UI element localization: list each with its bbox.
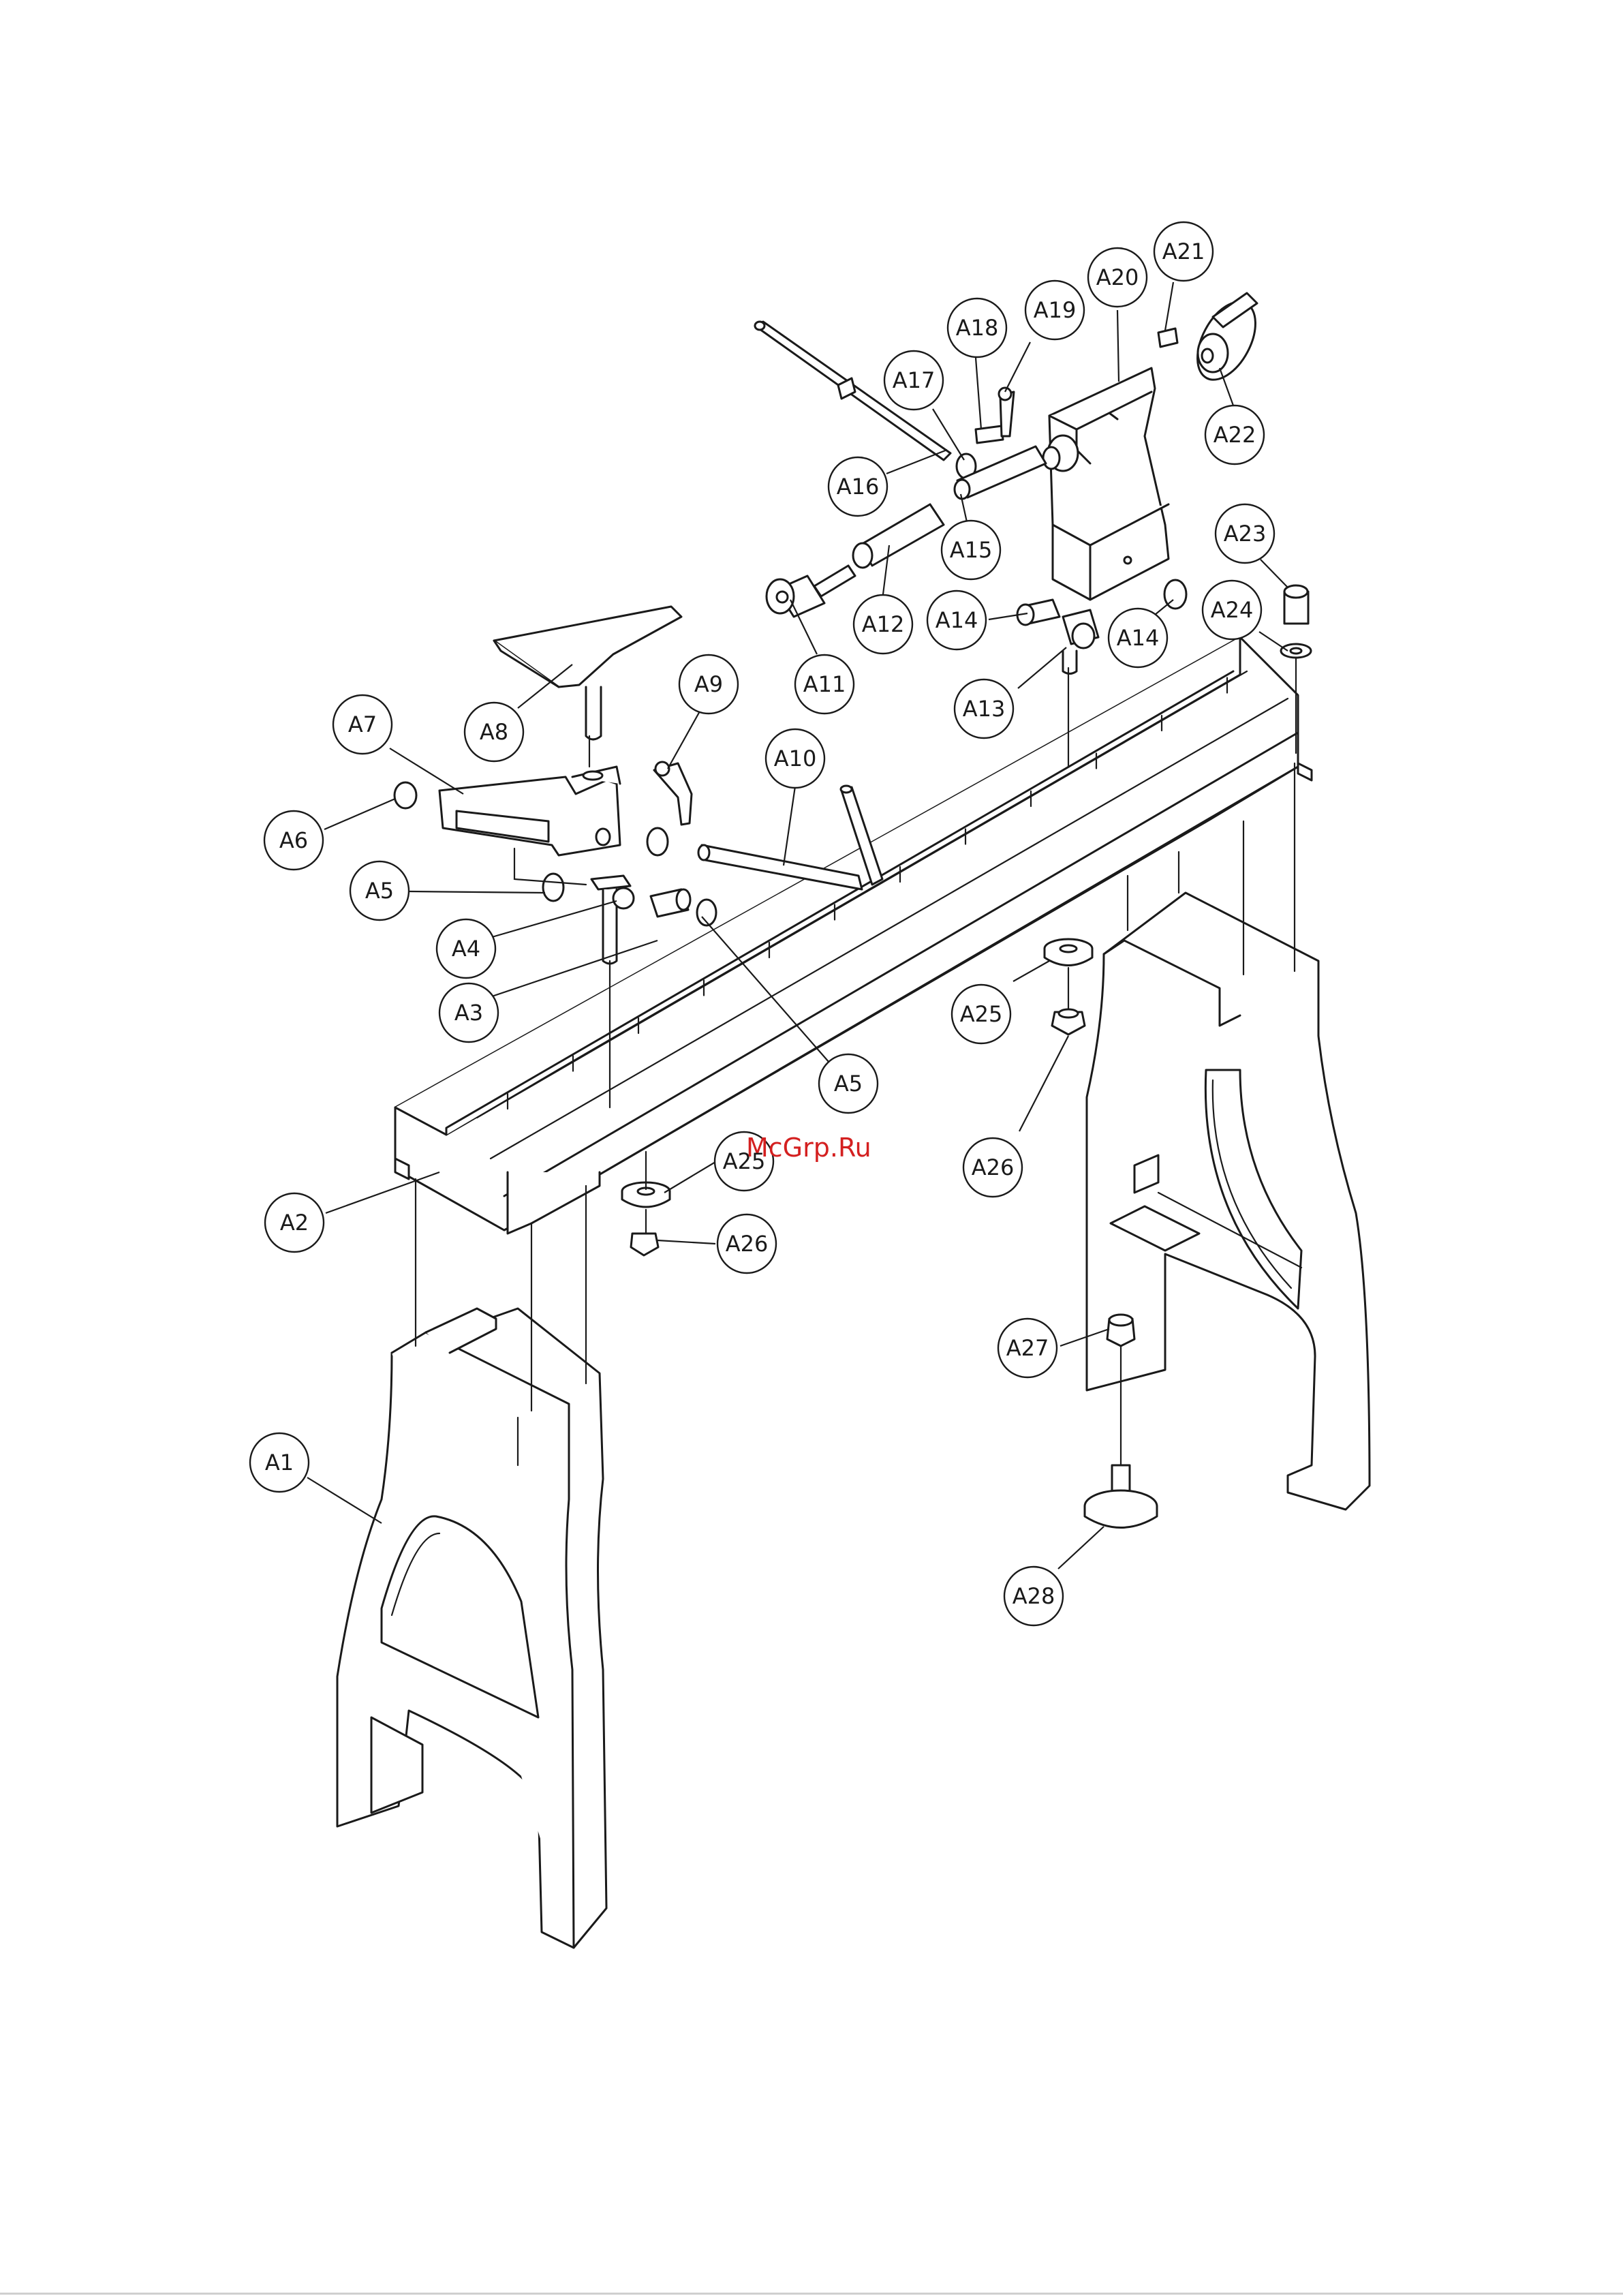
callout-label: A27 bbox=[1006, 1335, 1049, 1361]
callout-label: A25 bbox=[960, 1001, 1003, 1027]
callout-label: A5 bbox=[365, 878, 394, 904]
callout-a5-left: A5 bbox=[350, 861, 409, 920]
callout-a19: A19 bbox=[1025, 281, 1084, 339]
callout-a22: A22 bbox=[1205, 405, 1264, 464]
callout-label: A18 bbox=[956, 315, 999, 341]
handwheel-part bbox=[1186, 292, 1267, 389]
callout-label: A20 bbox=[1096, 264, 1139, 290]
callout-label: A3 bbox=[454, 1000, 483, 1026]
retaining-ring-left bbox=[395, 782, 416, 808]
callout-a21: A21 bbox=[1154, 222, 1213, 281]
callout-label: A21 bbox=[1162, 239, 1205, 264]
callout-label: A26 bbox=[726, 1231, 769, 1257]
callout-a28: A28 bbox=[1004, 1567, 1063, 1625]
callout-label: A10 bbox=[774, 746, 817, 771]
callout-a12: A12 bbox=[854, 595, 912, 654]
callout-label: A28 bbox=[1013, 1583, 1055, 1609]
feed-screw-part bbox=[767, 566, 855, 617]
callout-label: A13 bbox=[963, 696, 1006, 722]
callout-a20: A20 bbox=[1088, 248, 1147, 307]
tailstock-part bbox=[1043, 368, 1169, 600]
callout-label: A7 bbox=[348, 711, 377, 737]
callout-a13: A13 bbox=[955, 679, 1013, 738]
callout-a26-left: A26 bbox=[717, 1214, 776, 1273]
callout-label: A9 bbox=[694, 671, 723, 697]
bed-bolt-part bbox=[1281, 585, 1311, 658]
callout-a4: A4 bbox=[437, 919, 495, 978]
callout-label: A5 bbox=[834, 1071, 863, 1097]
callout-a7: A7 bbox=[333, 695, 392, 754]
callout-label: A23 bbox=[1224, 521, 1267, 547]
callout-a8: A8 bbox=[465, 703, 523, 761]
locking-lever-part bbox=[654, 762, 692, 825]
callout-label: A12 bbox=[862, 611, 905, 637]
callout-label: A14 bbox=[1117, 625, 1160, 651]
set-screw-part bbox=[1158, 328, 1177, 347]
page-bottom-rule bbox=[0, 2293, 1623, 2295]
right-leg-part bbox=[1087, 893, 1370, 1510]
callout-a14-right: A14 bbox=[1109, 609, 1167, 667]
callout-label: A1 bbox=[265, 1450, 294, 1475]
callout-a5-right: A5 bbox=[819, 1054, 878, 1113]
callout-label: A6 bbox=[279, 827, 308, 853]
callout-a26-right: A26 bbox=[963, 1138, 1022, 1197]
callout-a1: A1 bbox=[250, 1433, 309, 1492]
callout-label: A22 bbox=[1214, 422, 1256, 448]
callout-a17: A17 bbox=[884, 351, 943, 410]
left-leg-part bbox=[337, 1308, 606, 1948]
key-part bbox=[999, 388, 1014, 436]
callout-a6: A6 bbox=[264, 811, 323, 870]
callout-a25-right: A25 bbox=[952, 985, 1010, 1043]
callout-label: A4 bbox=[452, 936, 480, 962]
callout-label: A11 bbox=[803, 671, 846, 697]
callout-a18: A18 bbox=[948, 299, 1006, 357]
bushing-part bbox=[651, 889, 690, 917]
callout-label: A15 bbox=[950, 537, 993, 563]
callout-label: A14 bbox=[936, 607, 978, 633]
callout-a23: A23 bbox=[1216, 504, 1274, 563]
callout-a14-left: A14 bbox=[927, 591, 986, 649]
callout-a11: A11 bbox=[795, 655, 854, 714]
callout-a16: A16 bbox=[829, 457, 887, 516]
callout-label: A24 bbox=[1211, 597, 1254, 623]
callout-a9: A9 bbox=[679, 655, 738, 714]
tool-rest-part bbox=[494, 607, 681, 739]
callout-label: A17 bbox=[893, 367, 936, 393]
callout-label: A8 bbox=[480, 719, 508, 745]
callout-a2: A2 bbox=[265, 1193, 324, 1252]
callout-a24: A24 bbox=[1203, 581, 1261, 639]
watermark-text: McGrp.Ru bbox=[746, 1133, 871, 1163]
callout-a15: A15 bbox=[942, 521, 1000, 579]
banjo-part bbox=[439, 767, 620, 855]
callout-label: A19 bbox=[1034, 297, 1077, 323]
callout-a10: A10 bbox=[766, 729, 824, 788]
callout-label: A26 bbox=[972, 1154, 1015, 1180]
callout-label: A16 bbox=[837, 474, 880, 500]
callout-label: A2 bbox=[280, 1210, 309, 1236]
pin-part bbox=[976, 426, 1003, 443]
callout-a3: A3 bbox=[439, 983, 498, 1042]
callout-a27: A27 bbox=[998, 1319, 1057, 1377]
